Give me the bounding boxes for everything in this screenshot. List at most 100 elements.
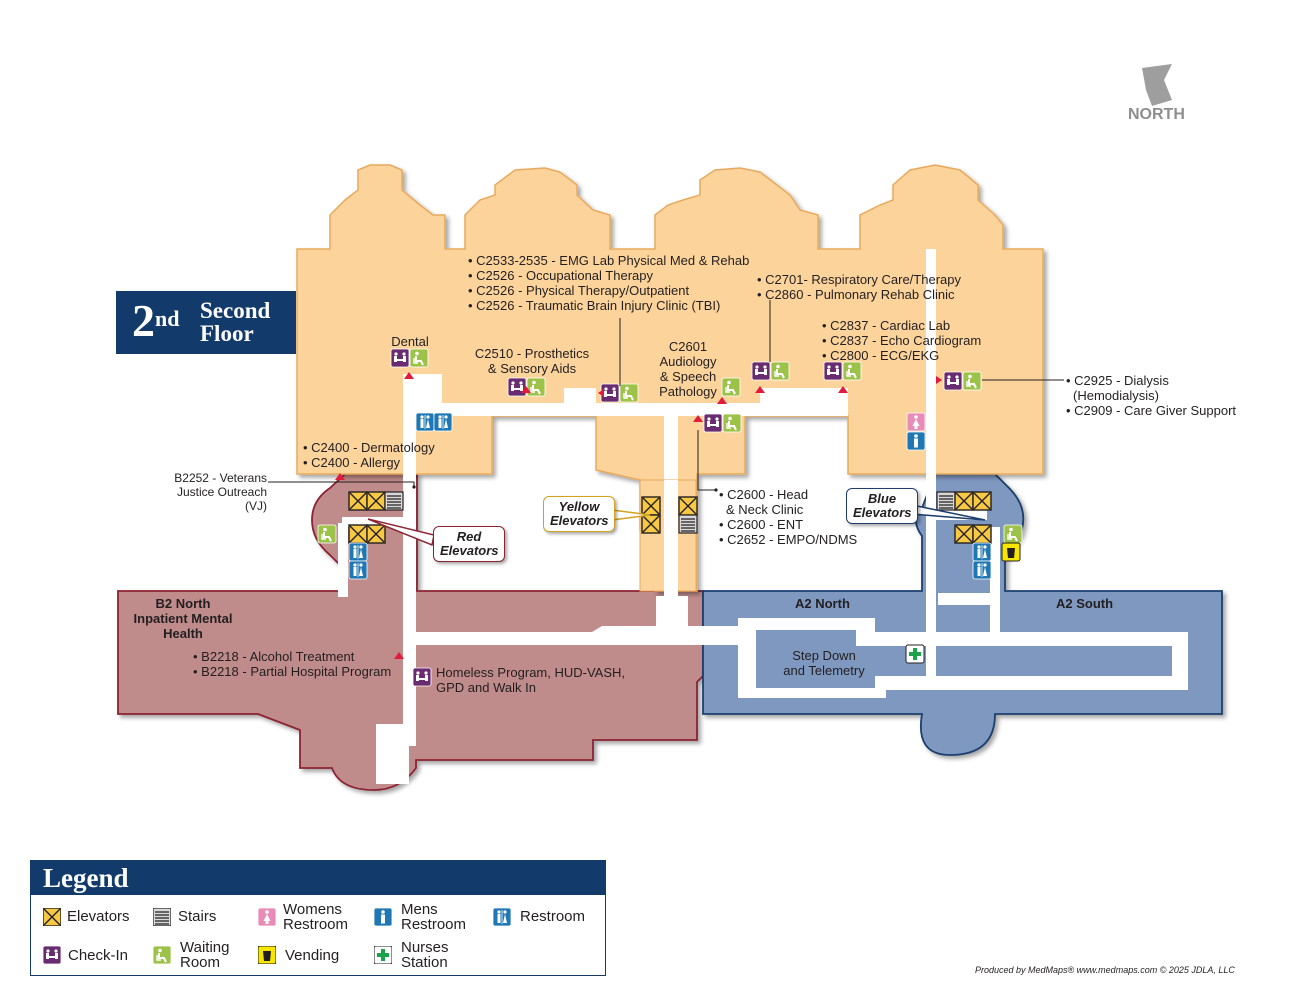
callout-line: Elevators (853, 505, 912, 520)
label-step-down: Step Down and Telemetry (770, 648, 878, 678)
label-line: B2252 - Veterans (174, 471, 267, 485)
north-arrow-icon (1142, 64, 1172, 106)
label-line: • C2909 - Care Giver Support (1066, 403, 1237, 418)
label-b2218: B2218 - Alcohol Treatment B2218 - Partia… (193, 649, 391, 679)
vending-icon (258, 946, 276, 964)
leader-lines (268, 300, 1064, 491)
elevator-icon (954, 491, 974, 511)
restroom-icon (972, 560, 992, 580)
corridors (338, 249, 1188, 784)
check-in-icon (703, 413, 723, 433)
legend-elevators: Elevators (67, 908, 130, 925)
nurses-station-icon (905, 644, 925, 664)
label-line: & Speech (659, 369, 717, 384)
restroom-icon (972, 542, 992, 562)
label-veterans-justice: B2252 - Veterans Justice Outreach (VJ) (150, 471, 267, 513)
stairs-icon (936, 491, 956, 511)
label-homeless-program: Homeless Program, HUD-VASH, GPD and Walk… (436, 665, 625, 695)
elevator-icon (348, 491, 368, 511)
legend-check-in: Check-In (68, 947, 129, 964)
label-line: • C2925 - Dialysis (1066, 373, 1169, 388)
label-line: C2526 - Traumatic Brain Injury Clinic (T… (468, 298, 749, 313)
elevator-icon (43, 908, 61, 926)
label-a2-south: A2 South (1056, 596, 1114, 611)
label-dental: Dental (391, 334, 429, 349)
label-respiratory: C2701- Respiratory Care/Therapy C2860 - … (757, 272, 961, 302)
legend-vending: Vending (285, 947, 340, 964)
check-in-icon (751, 361, 771, 381)
elevator-icon (641, 514, 661, 534)
label-line: C2400 - Allergy (303, 455, 435, 470)
label-line: C2601 (668, 339, 708, 354)
waiting-room-icon (770, 361, 790, 381)
label-line: (VJ) (245, 499, 267, 513)
label-line: and Telemetry (783, 663, 865, 678)
label-a2-north: A2 North (795, 596, 850, 611)
floor-ordinal: 2 (132, 295, 155, 346)
stairs-icon (678, 514, 698, 534)
mens-restroom-icon (906, 431, 926, 451)
label-line: Justice Outreach (176, 485, 267, 499)
restroom-icon (433, 412, 453, 432)
stairs-icon (384, 491, 404, 511)
elevator-icon (348, 524, 368, 544)
label-dermatology: C2400 - Dermatology C2400 - Allergy (303, 440, 435, 470)
waiting-room-icon (842, 361, 862, 381)
label-line: • C2652 - EMPO/NDMS (719, 532, 858, 547)
label-line: C2800 - ECG/EKG (822, 348, 981, 363)
label-dialysis: • C2925 - Dialysis (Hemodialysis) • C290… (1066, 373, 1236, 418)
label-line: C2701- Respiratory Care/Therapy (757, 272, 961, 287)
label-line: Inpatient Mental (133, 611, 233, 626)
legend-restroom: Restroom (520, 908, 586, 925)
check-in-icon (507, 377, 527, 397)
legend-title: Legend (31, 861, 605, 895)
callout-red-elevators: Red Elevators (433, 526, 505, 562)
waiting-room-icon (962, 371, 982, 391)
label-line: Homeless Program, HUD-VASH, (436, 665, 626, 680)
waiting-room-icon (1003, 524, 1023, 544)
restroom-icon (415, 412, 435, 432)
waiting-room-icon (721, 377, 741, 397)
floor-name-line1: Second (200, 298, 271, 323)
callout-line: Yellow (558, 499, 600, 514)
check-in-icon (390, 348, 410, 368)
label-line: C2526 - Occupational Therapy (468, 268, 749, 283)
elevator-icon (954, 524, 974, 544)
label-b2-north: B2 North Inpatient Mental Health (118, 596, 248, 641)
label-cardiac: C2837 - Cardiac Lab C2837 - Echo Cardiog… (822, 318, 981, 363)
restroom-icon (493, 908, 511, 926)
legend-stairs: Stairs (178, 908, 217, 925)
waiting-room-icon (409, 348, 429, 368)
callout-line: Red (456, 529, 482, 544)
check-in-icon (412, 667, 432, 687)
label-line: C2533-2535 - EMG Lab Physical Med & Reha… (468, 253, 749, 268)
label-line: • C2600 - Head (719, 487, 809, 502)
waiting-room-icon (526, 377, 546, 397)
vending-icon (1001, 542, 1021, 562)
restroom-icon (348, 560, 368, 580)
check-in-icon (943, 371, 963, 391)
label-line: C2400 - Dermatology (303, 440, 435, 455)
callout-line: Blue (867, 491, 897, 506)
elevator-icon (972, 524, 992, 544)
waiting-room-icon (153, 946, 171, 964)
label-line: Pathology (659, 384, 717, 399)
nurses-station-icon (374, 946, 392, 964)
mens-restroom-icon (374, 908, 392, 926)
label-line: • C2600 - ENT (719, 517, 804, 532)
label-line: & Neck Clinic (726, 502, 804, 517)
elevator-icon (678, 496, 698, 516)
waiting-room-icon (722, 413, 742, 433)
label-line: B2218 - Partial Hospital Program (193, 664, 391, 679)
label-head-neck: • C2600 - Head & Neck Clinic • C2600 - E… (719, 487, 857, 547)
label-line: B2 North (155, 596, 211, 611)
stairs-icon (153, 908, 171, 926)
label-line: (Hemodialysis) (1073, 388, 1159, 403)
floor-name-line2: Floor (200, 321, 254, 346)
label-line: & Sensory Aids (487, 361, 577, 376)
